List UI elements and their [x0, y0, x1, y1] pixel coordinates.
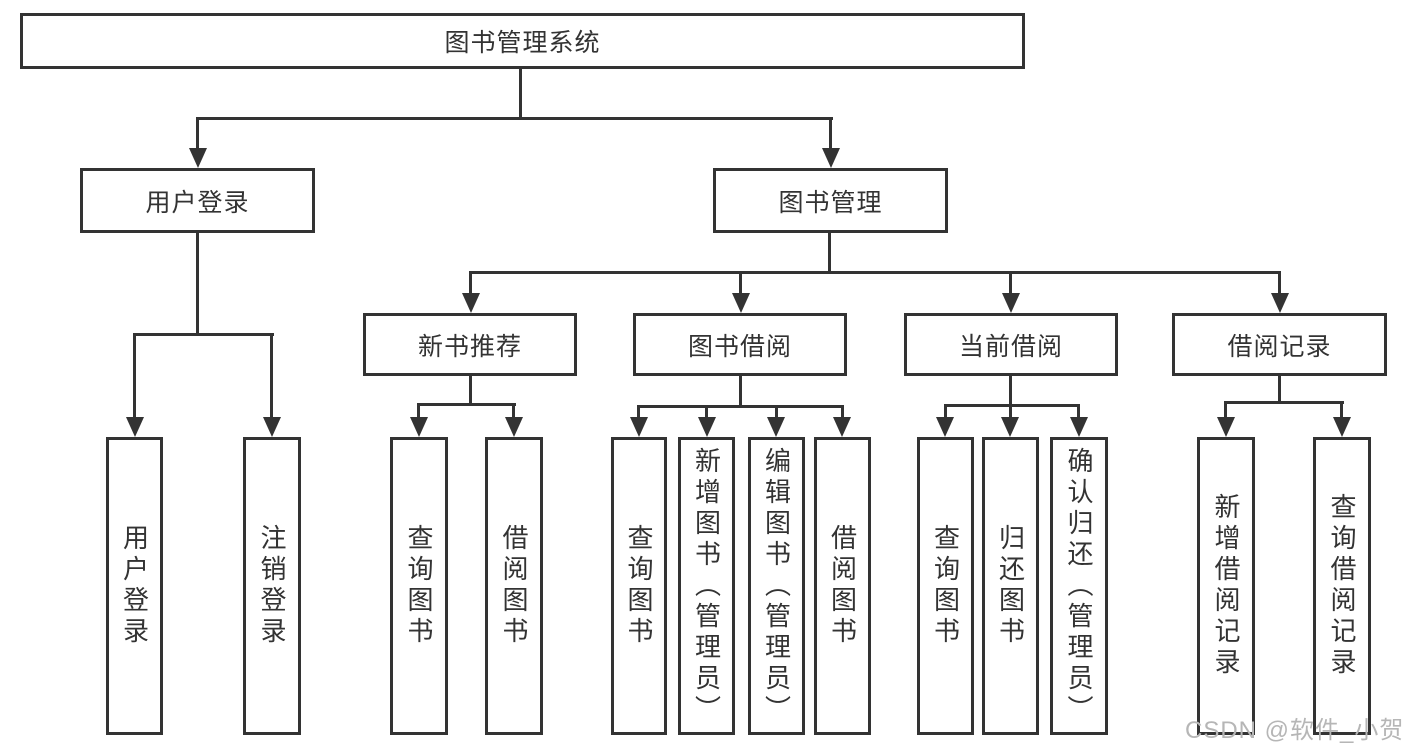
leaf-label: 新增借阅记录 — [1211, 493, 1241, 679]
leaf-label: 确认归还（管理员） — [1064, 446, 1094, 726]
connector-line — [1009, 376, 1012, 406]
leaf-logout-login: 注销登录 — [243, 437, 301, 735]
node-label: 新书推荐 — [417, 332, 522, 361]
connector-line — [469, 376, 472, 405]
node-label: 用户登录 — [145, 188, 250, 217]
leaf-user-login: 用户登录 — [106, 437, 163, 735]
leaf-label: 借阅图书 — [499, 524, 529, 648]
arrowhead-down-icon — [833, 417, 851, 437]
connector-line — [944, 406, 947, 419]
connector-line — [637, 407, 640, 419]
arrowhead-down-icon — [126, 417, 144, 437]
node-label: 借阅记录 — [1227, 332, 1332, 361]
csdn-watermark: CSDN @软件_小贺同学 — [1185, 717, 1405, 744]
leaf-edit-books-admin: 编辑图书（管理员） — [748, 437, 805, 735]
connector-line — [1077, 406, 1080, 419]
connector-line — [1009, 406, 1012, 419]
connector-line — [469, 272, 472, 294]
connector-line — [270, 335, 273, 419]
arrowhead-down-icon — [505, 417, 523, 437]
connector-line — [739, 272, 742, 294]
leaf-borrow-books-recommend: 借阅图书 — [485, 437, 543, 735]
arrowhead-down-icon — [630, 417, 648, 437]
connector-line — [739, 376, 742, 407]
node-label: 图书借阅 — [687, 332, 792, 361]
leaf-query-borrow-record: 查询借阅记录 — [1313, 437, 1371, 735]
connector-line — [637, 405, 844, 408]
arrowhead-down-icon — [1070, 417, 1088, 437]
leaf-label: 查询图书 — [930, 524, 961, 648]
arrowhead-down-icon — [189, 148, 207, 168]
connector-line — [196, 233, 199, 335]
arrowhead-down-icon — [1217, 417, 1235, 437]
connector-line — [1224, 401, 1344, 404]
leaf-confirm-return-admin: 确认归还（管理员） — [1050, 437, 1108, 735]
node-user-login: 用户登录 — [80, 168, 315, 233]
node-book-borrowing: 图书借阅 — [633, 313, 847, 376]
leaf-borrow-books: 借阅图书 — [814, 437, 871, 735]
node-label: 图书管理 — [778, 188, 883, 217]
leaf-query-books-current: 查询图书 — [917, 437, 974, 735]
connector-line — [512, 405, 515, 419]
leaf-return-books: 归还图书 — [982, 437, 1039, 735]
leaf-label: 用户登录 — [119, 524, 150, 648]
leaf-label: 查询图书 — [404, 524, 434, 648]
arrowhead-down-icon — [1333, 417, 1351, 437]
leaf-query-books-borrow: 查询图书 — [611, 437, 667, 735]
node-new-book-recommendation: 新书推荐 — [363, 313, 577, 376]
node-label: 当前借阅 — [958, 332, 1063, 361]
connector-line — [775, 407, 778, 419]
connector-line — [1278, 376, 1281, 403]
arrowhead-down-icon — [936, 417, 954, 437]
connector-line — [944, 404, 1080, 407]
node-library-management-system: 图书管理系统 — [20, 13, 1025, 69]
connector-line — [133, 333, 274, 336]
connector-line — [828, 233, 831, 273]
connector-line — [841, 407, 844, 419]
arrowhead-down-icon — [1271, 293, 1289, 313]
leaf-label: 查询图书 — [624, 524, 654, 648]
connector-line — [829, 118, 832, 150]
leaf-label: 归还图书 — [995, 524, 1026, 648]
leaf-add-books-admin: 新增图书（管理员） — [678, 437, 735, 735]
connector-line — [1340, 403, 1343, 419]
node-book-management: 图书管理 — [713, 168, 948, 233]
connector-line — [519, 68, 522, 119]
arrowhead-down-icon — [698, 417, 716, 437]
leaf-label: 新增图书（管理员） — [691, 446, 722, 726]
connector-line — [1278, 272, 1281, 294]
connector-line — [469, 271, 1281, 274]
connector-line — [417, 405, 420, 419]
leaf-label: 借阅图书 — [827, 524, 858, 648]
node-current-borrowing: 当前借阅 — [904, 313, 1118, 376]
connector-line — [1009, 272, 1012, 294]
arrowhead-down-icon — [1001, 417, 1019, 437]
leaf-query-books-recommend: 查询图书 — [390, 437, 448, 735]
leaf-label: 注销登录 — [257, 524, 287, 648]
arrowhead-down-icon — [732, 293, 750, 313]
leaf-label: 查询借阅记录 — [1327, 493, 1357, 679]
leaf-label: 编辑图书（管理员） — [761, 446, 792, 726]
arrowhead-down-icon — [410, 417, 428, 437]
connector-line — [133, 335, 136, 419]
connector-line — [417, 403, 516, 406]
arrowhead-down-icon — [263, 417, 281, 437]
arrowhead-down-icon — [767, 417, 785, 437]
connector-line — [705, 407, 708, 419]
connector-line — [196, 118, 199, 150]
arrowhead-down-icon — [822, 148, 840, 168]
leaf-add-borrow-record: 新增借阅记录 — [1197, 437, 1255, 735]
node-label: 图书管理系统 — [444, 29, 601, 57]
node-borrowing-records: 借阅记录 — [1172, 313, 1387, 376]
connector-line — [196, 117, 833, 120]
arrowhead-down-icon — [462, 293, 480, 313]
connector-line — [1224, 403, 1227, 419]
arrowhead-down-icon — [1002, 293, 1020, 313]
